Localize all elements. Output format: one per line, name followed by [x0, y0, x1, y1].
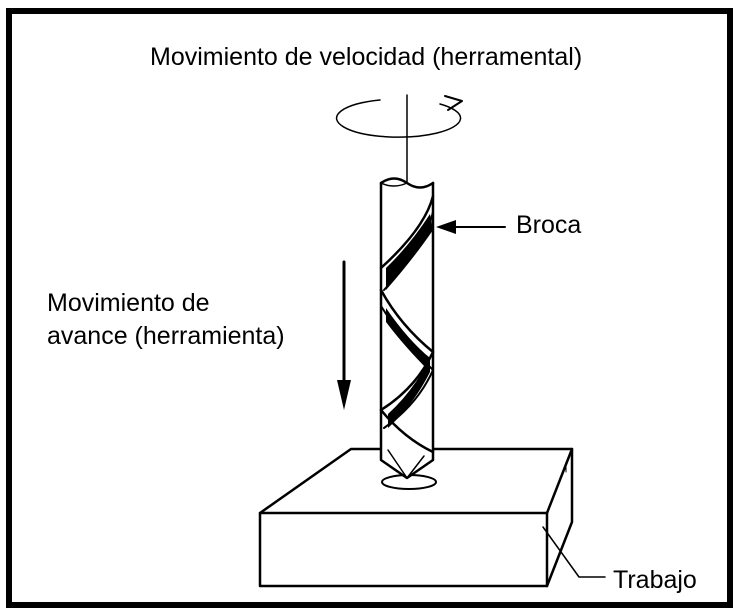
workpiece-label: Trabajo: [613, 566, 697, 594]
flute-shade: [388, 362, 430, 428]
speed-motion-label: Movimiento de velocidad (herramental): [150, 43, 583, 71]
workpiece-block-icon: [258, 447, 574, 588]
drill-label: Broca: [516, 211, 582, 239]
trabajo-leader-line: [542, 526, 606, 578]
feed-motion-label-line2: avance (herramienta): [47, 322, 285, 350]
flute-shade: [386, 308, 430, 372]
flute-shade: [386, 214, 433, 290]
rotation-arrow-icon: [335, 95, 463, 138]
broca-pointer-arrow: [436, 220, 506, 234]
feed-motion-label-line1: Movimiento de: [47, 289, 210, 317]
feed-arrow-icon: [337, 260, 351, 410]
